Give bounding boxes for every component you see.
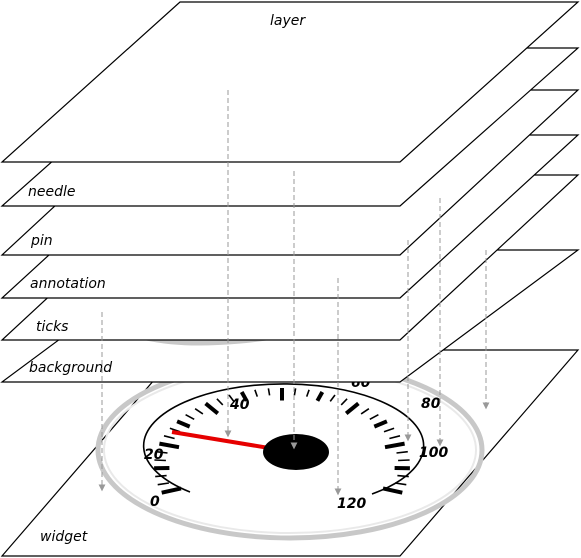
widget-tick-26 [369,413,379,421]
widget-tick-0 [161,486,182,495]
projection-guides [98,90,490,496]
widget-scale-arc [142,383,425,495]
widget-tick-34 [397,474,409,478]
widget-tick-13 [216,398,224,406]
widget-tick-28 [383,427,395,433]
needle-label: needle [28,184,76,200]
widget-tick-17 [267,388,271,396]
widget-tick-15 [239,391,249,402]
widget-tick-35 [394,482,407,486]
widget-tick-12 [204,401,220,415]
widget-tick-36 [382,486,403,495]
widget-tick-2 [155,474,167,478]
widget-scale-label-0: 0 [150,494,160,510]
annotation-label: annotation [30,276,106,292]
widget-scale-label-120: 120 [337,496,366,512]
widget-scale-label-80: 80 [421,396,441,412]
widget-tick-24 [344,401,360,415]
widget-tick-6 [159,441,180,450]
background-label: background [29,360,112,376]
top-plane [0,1,580,163]
widget-tick-11 [194,408,204,415]
widget-tick-7 [163,435,175,440]
widget-tick-20 [305,389,310,397]
widget-tick-10 [185,413,195,421]
widget-pin [263,434,329,470]
widget-tick-1 [157,482,170,486]
widget-tick-16 [254,389,259,397]
widget-tick-19 [293,388,297,396]
widget-tick-4 [154,459,166,462]
widget-tick-9 [176,419,191,429]
widget-tick-14 [228,394,235,402]
widget-label: widget [40,529,88,545]
top-layer: layer [0,1,580,163]
widget-tick-5 [156,450,168,454]
widget-tick-30 [384,441,405,450]
widget-tick-31 [396,450,408,454]
widget-needle [171,430,276,451]
pin-label: pin [30,233,53,249]
widget-tick-27 [373,419,388,429]
widget-tick-32 [398,459,410,462]
diagram-title: layer [270,13,306,29]
widget-tick-25 [360,408,370,415]
widget-scale-label-40: 40 [229,397,250,413]
widget-tick-29 [389,435,401,440]
widget-tick-22 [329,394,336,402]
widget-tick-23 [340,398,348,406]
widget-tick-21 [315,391,325,402]
ticks-label: ticks [36,319,68,335]
widget-scale-label-100: 100 [419,445,448,461]
widget-tick-marks [154,388,410,495]
widget-scale-label-20: 20 [144,447,164,463]
